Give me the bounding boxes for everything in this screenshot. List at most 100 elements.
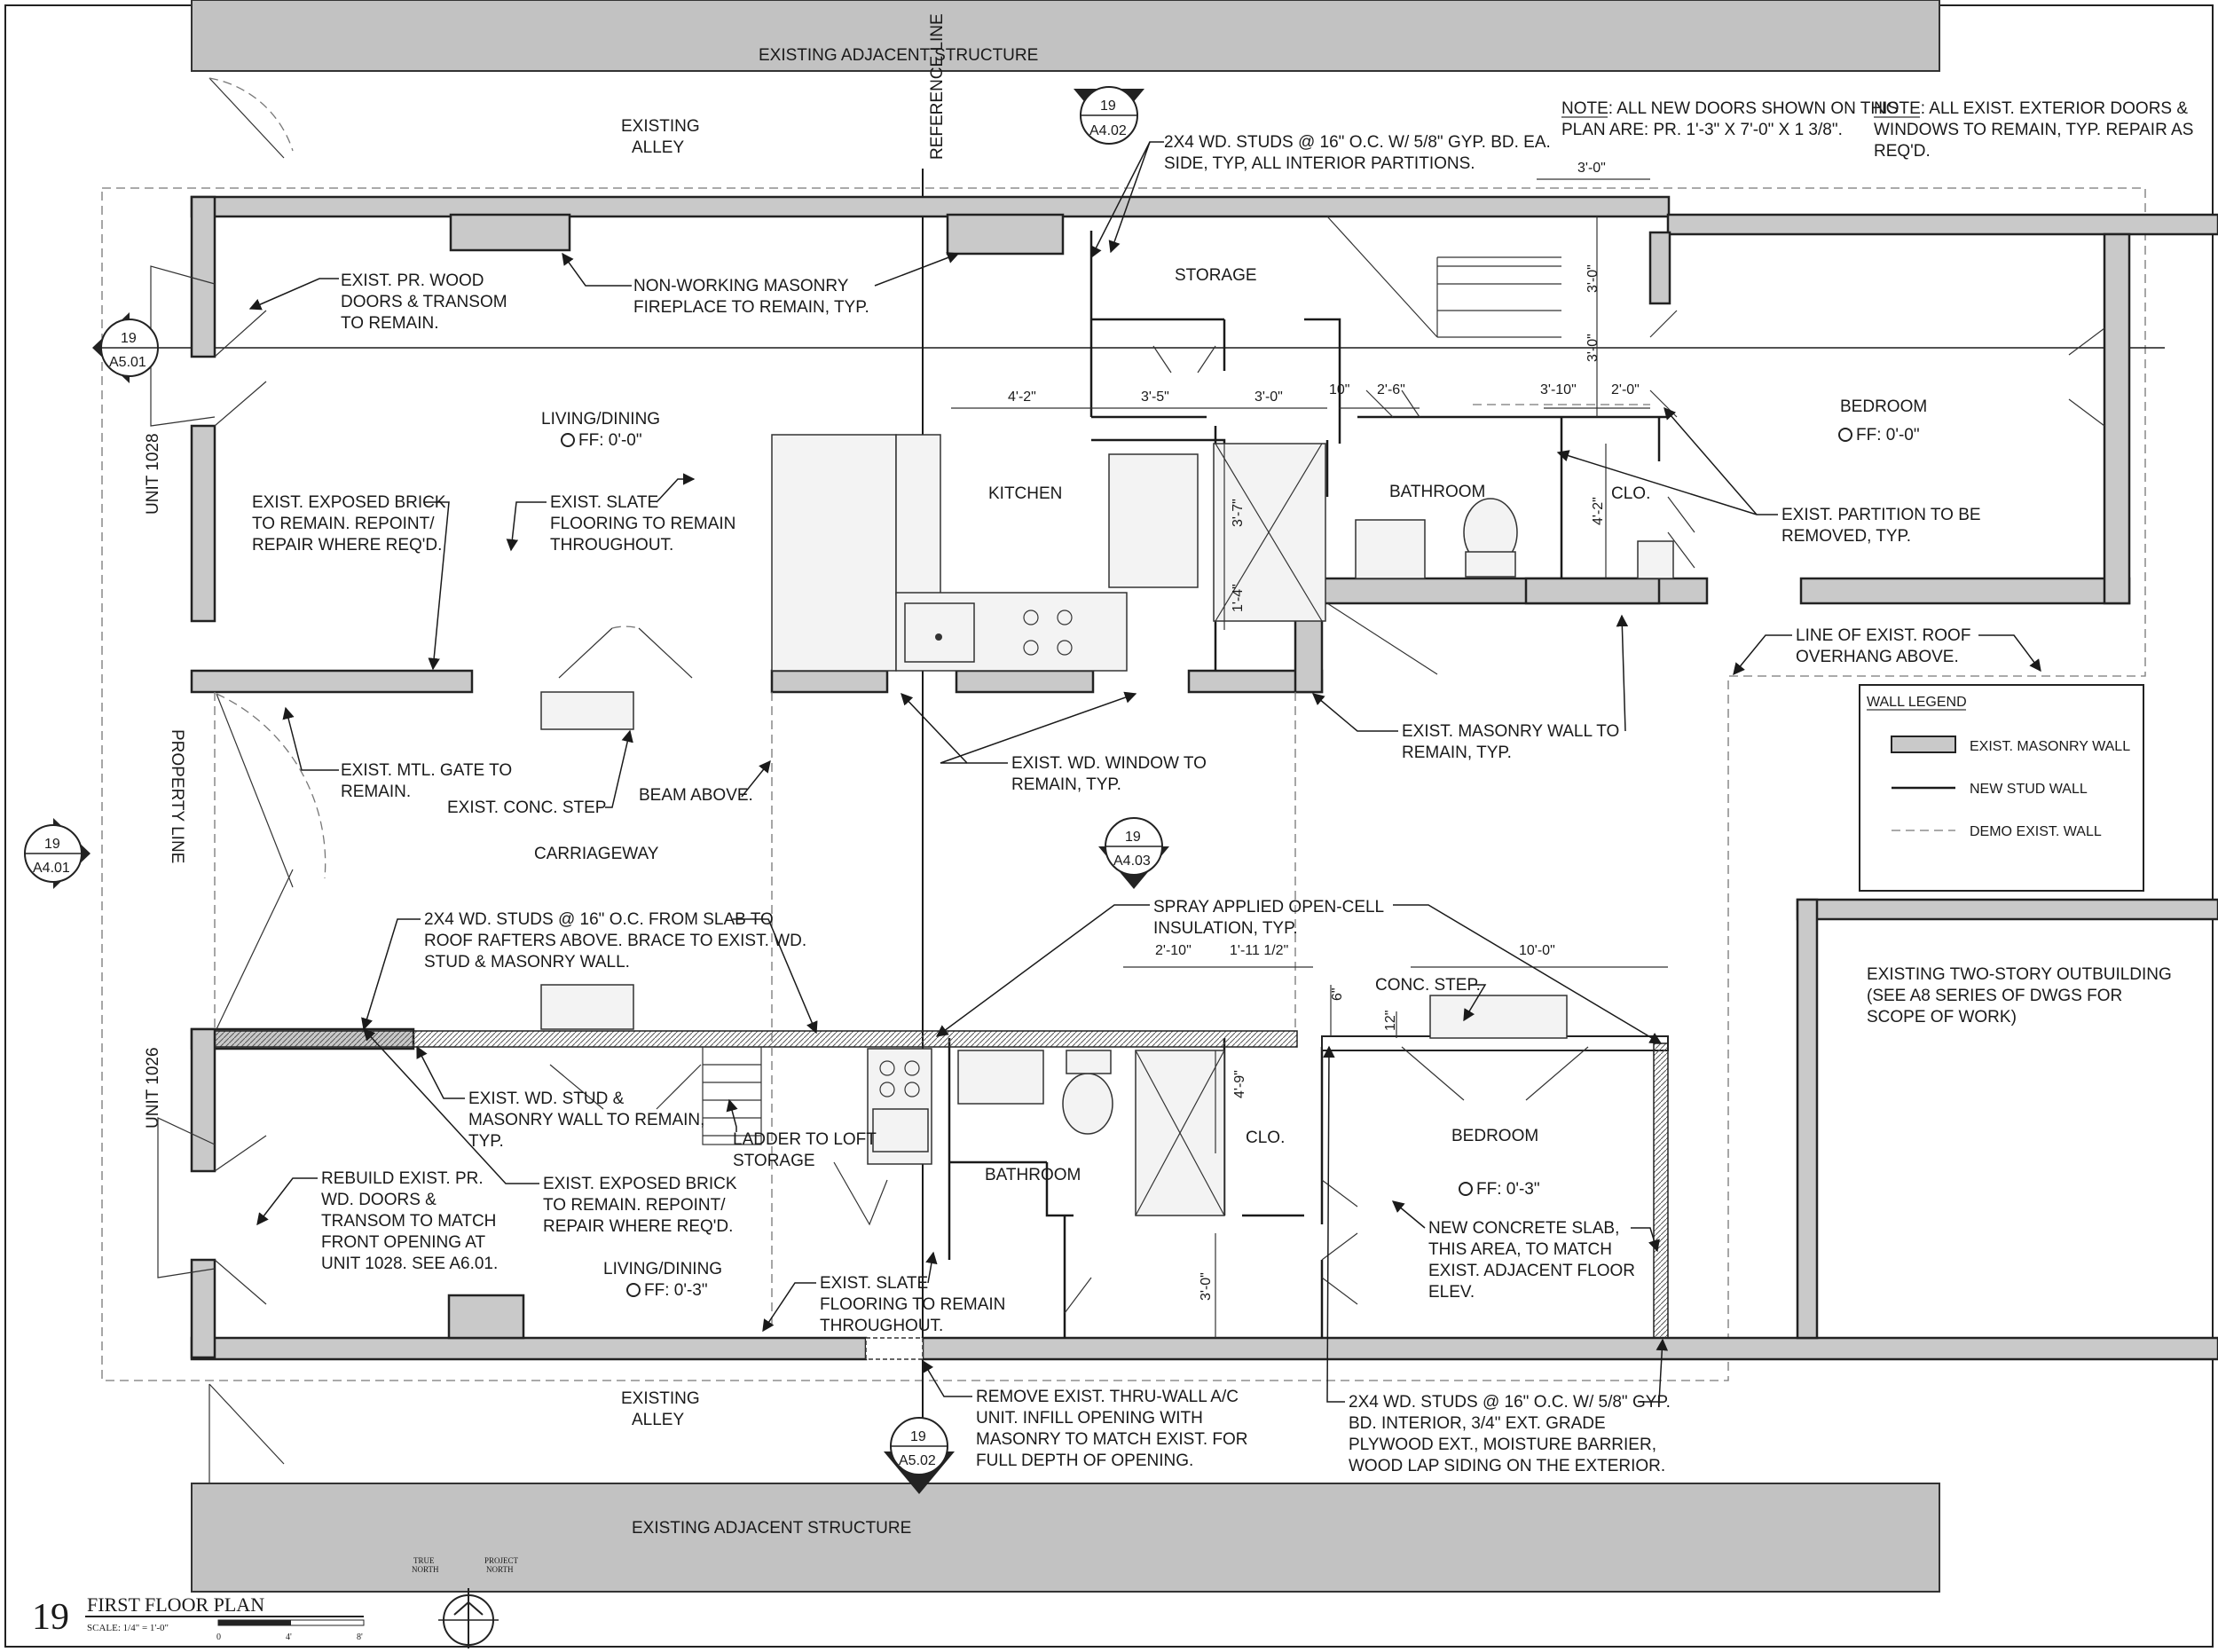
callout-conc-step-bedroom: CONC. STEP. bbox=[1375, 976, 1487, 1022]
room-bedroom-upper: BEDROOM bbox=[1840, 397, 1927, 416]
dim-4-2: 4'-2" bbox=[1008, 389, 1036, 405]
svg-text:WOOD LAP SIDING ON THE EXTERIO: WOOD LAP SIDING ON THE EXTERIOR. bbox=[1349, 1457, 1665, 1475]
room-bathroom-lower: BATHROOM bbox=[985, 1166, 1081, 1184]
svg-text:BEAM ABOVE.: BEAM ABOVE. bbox=[639, 786, 753, 805]
svg-text:SPRAY APPLIED OPEN-CELL: SPRAY APPLIED OPEN-CELL bbox=[1153, 898, 1384, 916]
dim-3-0-v2: 3'-0" bbox=[1585, 334, 1601, 362]
svg-text:19: 19 bbox=[1100, 98, 1116, 114]
svg-text:EXIST. EXPOSED BRICK: EXIST. EXPOSED BRICK bbox=[543, 1175, 737, 1193]
bathroom-lower bbox=[957, 1050, 1225, 1216]
svg-text:PLYWOOD EXT., MOISTURE BARRIER: PLYWOOD EXT., MOISTURE BARRIER, bbox=[1349, 1436, 1656, 1454]
svg-text:REMAIN, TYP.: REMAIN, TYP. bbox=[1402, 743, 1512, 762]
svg-text:2X4 WD. STUDS @ 16" O.C. FROM: 2X4 WD. STUDS @ 16" O.C. FROM SLAB TO bbox=[424, 910, 774, 929]
callout-brick-upper: EXIST. EXPOSED BRICK TO REMAIN. REPOINT/… bbox=[252, 493, 450, 671]
svg-text:A4.01: A4.01 bbox=[33, 861, 70, 876]
svg-text:MASONRY WALL TO REMAIN,: MASONRY WALL TO REMAIN, bbox=[468, 1111, 704, 1129]
dim-3-10: 3'-10" bbox=[1540, 382, 1577, 397]
svg-text:NORTH: NORTH bbox=[412, 1565, 439, 1574]
legend-demo-label: DEMO EXIST. WALL bbox=[1970, 824, 2102, 839]
drawing-number: 19 bbox=[32, 1597, 69, 1638]
svg-text:FIREPLACE TO REMAIN, TYP.: FIREPLACE TO REMAIN, TYP. bbox=[633, 298, 869, 317]
callout-conc-step: EXIST. CONC. STEP bbox=[447, 729, 633, 817]
adjacent-structure-top: EXISTING ADJACENT STRUCTURE bbox=[191, 0, 1940, 72]
dim-3-5: 3'-5" bbox=[1141, 389, 1169, 405]
svg-text:ROOF RAFTERS ABOVE. BRACE TO E: ROOF RAFTERS ABOVE. BRACE TO EXIST. WD. bbox=[424, 932, 806, 950]
legend-title: WALL LEGEND bbox=[1867, 695, 1967, 710]
room-carriageway: CARRIAGEWAY bbox=[534, 845, 659, 863]
callout-rebuild: REBUILD EXIST. PR. WD. DOORS & TRANSOM T… bbox=[256, 1169, 498, 1273]
doors bbox=[150, 77, 2105, 1483]
dim-1-11: 1'-11 1/2" bbox=[1230, 943, 1288, 958]
callout-gate: EXIST. MTL. GATE TO REMAIN. bbox=[282, 706, 512, 801]
unit-1026-label: UNIT 1026 bbox=[144, 1047, 162, 1129]
svg-text:TRANSOM TO MATCH: TRANSOM TO MATCH bbox=[321, 1212, 496, 1231]
svg-text:SIDE, TYP, ALL INTERIOR PARTIT: SIDE, TYP, ALL INTERIOR PARTITIONS. bbox=[1164, 154, 1475, 173]
dim-3-0-top: 3'-0" bbox=[1577, 161, 1606, 176]
ff-bedroom-lower: FF: 0'-3" bbox=[1476, 1180, 1540, 1199]
svg-text:NORTH: NORTH bbox=[486, 1565, 514, 1574]
conc-step-lower bbox=[540, 984, 634, 1030]
conc-step-bedroom bbox=[1429, 995, 1568, 1039]
svg-text:INSULATION, TYP.: INSULATION, TYP. bbox=[1153, 919, 1298, 938]
callout-studs-bottom: 2X4 WD. STUDS @ 16" O.C. W/ 5/8" GYP. BD… bbox=[1323, 1045, 1671, 1475]
callout-studs-mid: 2X4 WD. STUDS @ 16" O.C. FROM SLAB TO RO… bbox=[361, 910, 818, 1034]
svg-text:EXIST. EXPOSED BRICK: EXIST. EXPOSED BRICK bbox=[252, 493, 446, 512]
callout-ladder: LADDER TO LOFT STORAGE bbox=[726, 1098, 877, 1170]
dim-12: 12" bbox=[1383, 1011, 1398, 1031]
callout-partition: EXIST. PARTITION TO BE REMOVED, TYP. bbox=[1556, 406, 1981, 546]
dim-4-9: 4'-9" bbox=[1232, 1070, 1247, 1098]
bathroom-upper bbox=[1213, 443, 1674, 622]
room-closet-upper: CLO. bbox=[1611, 484, 1650, 503]
dimension-lines bbox=[951, 178, 1668, 1338]
callout-spray: SPRAY APPLIED OPEN-CELL INSULATION, TYP. bbox=[935, 898, 1663, 1044]
svg-text:CONC. STEP.: CONC. STEP. bbox=[1375, 976, 1481, 995]
svg-text:TYP.: TYP. bbox=[468, 1132, 504, 1151]
svg-text:STUD & MASONRY WALL.: STUD & MASONRY WALL. bbox=[424, 953, 630, 972]
room-bedroom-lower: BEDROOM bbox=[1451, 1127, 1538, 1145]
callout-stud-masonry: EXIST. WD. STUD & MASONRY WALL TO REMAIN… bbox=[416, 1045, 704, 1151]
svg-text:REPAIR WHERE REQ'D.: REPAIR WHERE REQ'D. bbox=[543, 1217, 733, 1236]
callout-brick-lower: EXIST. EXPOSED BRICK TO REMAIN. REPOINT/… bbox=[363, 1028, 737, 1236]
svg-text:THROUGHOUT.: THROUGHOUT. bbox=[820, 1317, 943, 1335]
svg-text:EXIST. SLATE: EXIST. SLATE bbox=[550, 493, 658, 512]
adjacent-structure-top-label: EXISTING ADJACENT STRUCTURE bbox=[759, 46, 1038, 65]
svg-text:A4.02: A4.02 bbox=[1089, 123, 1127, 138]
svg-text:2X4 WD. STUDS @ 16" O.C. W/ 5/: 2X4 WD. STUDS @ 16" O.C. W/ 5/8" GYP. BD… bbox=[1164, 133, 1551, 152]
svg-text:EXIST. PR. WOOD: EXIST. PR. WOOD bbox=[341, 271, 484, 290]
ff-living-lower: FF: 0'-3" bbox=[644, 1281, 708, 1300]
note-doors-line-2: PLAN ARE: PR. 1'-3" X 7'-0" X 1 3/8". bbox=[1561, 121, 1843, 139]
svg-text:EXIST. MASONRY WALL TO: EXIST. MASONRY WALL TO bbox=[1402, 722, 1619, 741]
svg-text:EXIST. CONC. STEP: EXIST. CONC. STEP bbox=[447, 798, 606, 817]
adjacent-structure-bottom: EXISTING ADJACENT STRUCTURE bbox=[191, 1483, 1940, 1593]
ff-marker-icon bbox=[1459, 1182, 1473, 1196]
legend-masonry-label: EXIST. MASONRY WALL bbox=[1970, 739, 2130, 754]
svg-text:NEW CONCRETE SLAB,: NEW CONCRETE SLAB, bbox=[1428, 1219, 1619, 1238]
ff-marker-icon bbox=[1838, 428, 1852, 442]
dim-1-4: 1'-4" bbox=[1231, 584, 1246, 612]
note-doors-line-1: NOTE: ALL NEW DOORS SHOWN ON THIS bbox=[1561, 99, 1899, 118]
legend-masonry-swatch bbox=[1891, 736, 1956, 753]
dim-3-7: 3'-7" bbox=[1231, 499, 1246, 527]
svg-text:A5.01: A5.01 bbox=[109, 355, 146, 370]
property-line-label: PROPERTY LINE bbox=[168, 729, 186, 863]
callout-slate-lower: EXIST. SLATE FLOORING TO REMAIN THROUGHO… bbox=[762, 1251, 1005, 1335]
section-marker-a401: 19 A4.01 bbox=[24, 818, 90, 889]
north-arrow-icon: TRUE NORTH PROJECT NORTH bbox=[412, 1556, 519, 1648]
dim-10: 10" bbox=[1329, 382, 1349, 397]
svg-text:MASONRY TO MATCH EXIST. FOR: MASONRY TO MATCH EXIST. FOR bbox=[976, 1430, 1248, 1449]
svg-text:REPAIR WHERE REQ'D.: REPAIR WHERE REQ'D. bbox=[252, 536, 442, 555]
svg-text:FLOORING TO REMAIN: FLOORING TO REMAIN bbox=[820, 1295, 1005, 1314]
svg-text:EXIST. PARTITION TO BE: EXIST. PARTITION TO BE bbox=[1781, 506, 1981, 524]
dim-2-10: 2'-10" bbox=[1155, 943, 1192, 958]
callout-slate-upper: EXIST. SLATE FLOORING TO REMAIN THROUGHO… bbox=[506, 473, 735, 555]
insulated-wall-right bbox=[1653, 1042, 1669, 1339]
svg-text:THROUGHOUT.: THROUGHOUT. bbox=[550, 536, 673, 555]
outbuilding-label-3: SCOPE OF WORK) bbox=[1867, 1008, 2017, 1027]
svg-text:DOORS & TRANSOM: DOORS & TRANSOM bbox=[341, 293, 507, 311]
outbuilding-label-2: (SEE A8 SERIES OF DWGS FOR bbox=[1867, 987, 2122, 1005]
alley-top-label-1: EXISTING bbox=[621, 117, 700, 136]
dim-2-0: 2'-0" bbox=[1611, 382, 1640, 397]
svg-text:0: 0 bbox=[216, 1632, 221, 1642]
kitchen-upper bbox=[771, 434, 1199, 672]
dim-2-6: 2'-6" bbox=[1377, 382, 1405, 397]
